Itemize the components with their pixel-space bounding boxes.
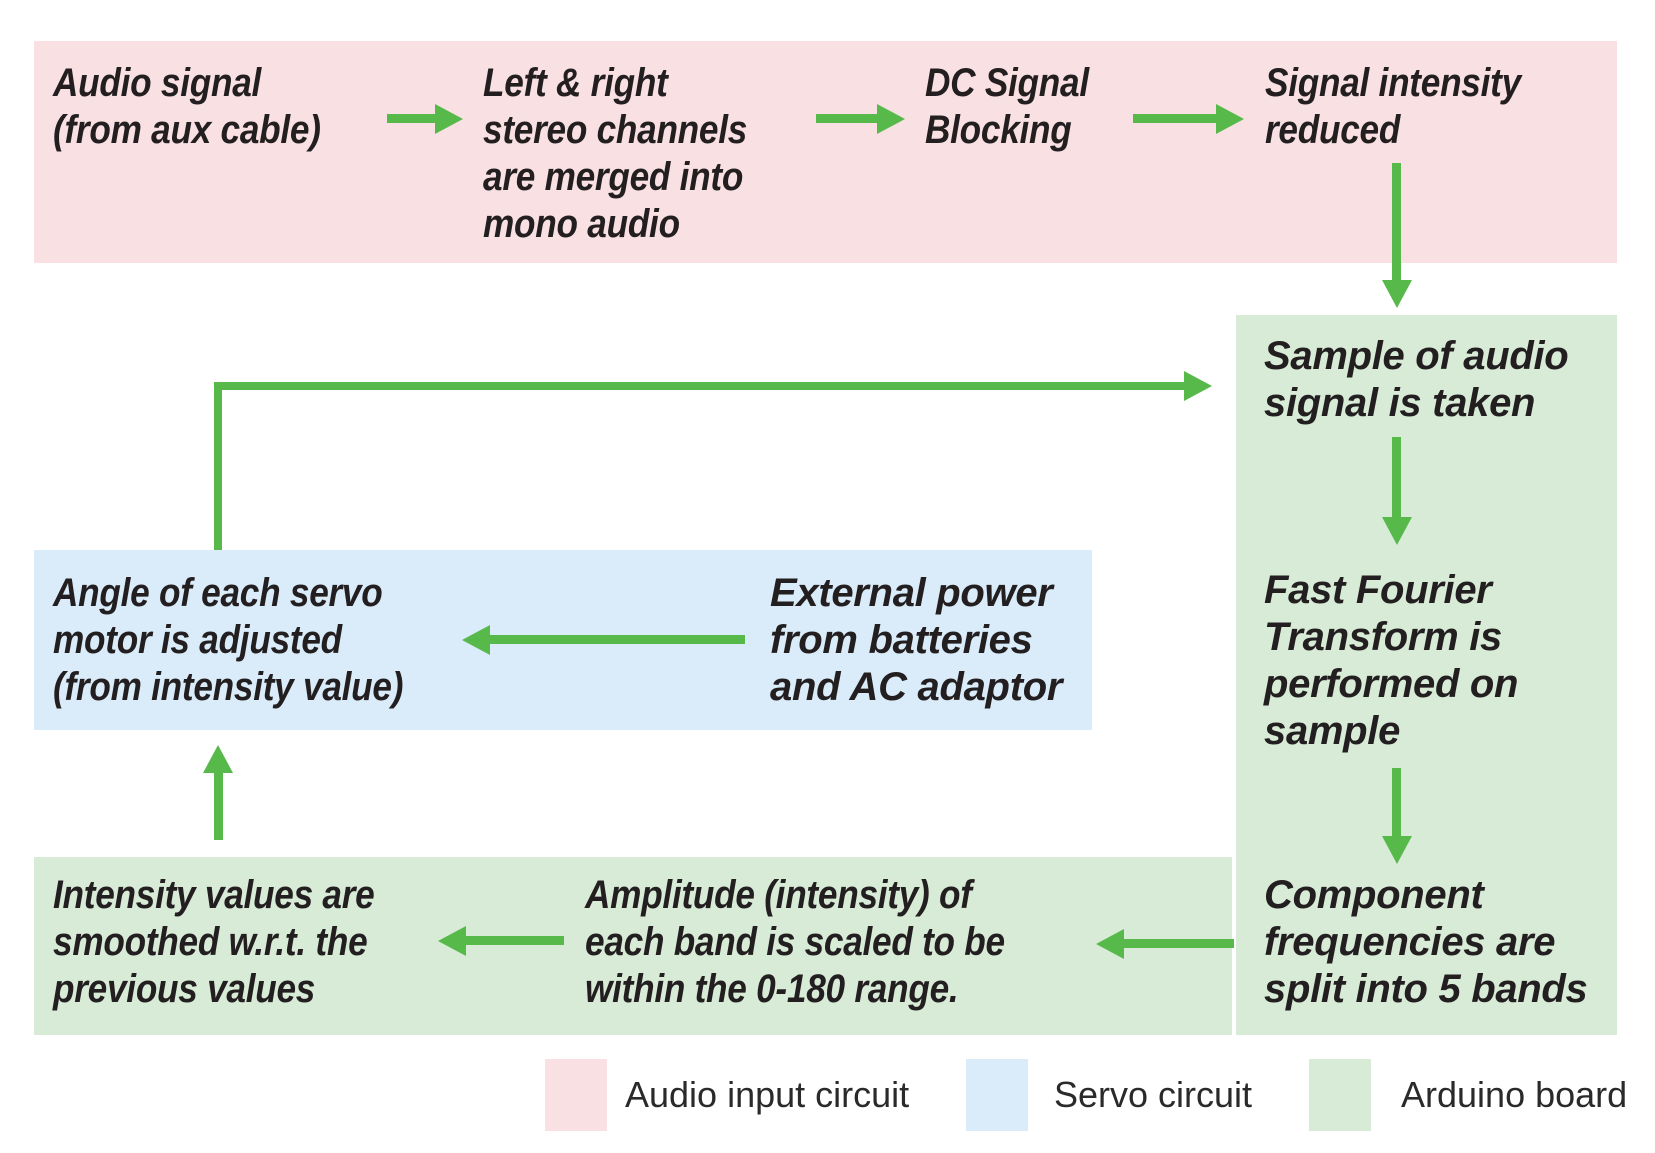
arrow-audio-to-merge (387, 114, 435, 123)
arrow-power-to-angle-head-icon (462, 625, 490, 655)
legend-label-audio-input: Audio input circuit (625, 1074, 910, 1115)
feedback-line-horizontal (214, 382, 1184, 390)
arduino-board-column-region (1236, 315, 1617, 1035)
feedback-arrow-head-icon (1184, 371, 1212, 401)
arrow-bands-to-amplitude (1124, 939, 1234, 948)
arrow-bands-to-amplitude-head-icon (1096, 929, 1124, 959)
node-dc-blocking: DC Signal Blocking (925, 61, 1089, 152)
node-sample-taken: Sample of audio signal is taken (1264, 334, 1569, 425)
feedback-line-vertical (214, 382, 222, 550)
legend-swatch-servo (966, 1059, 1028, 1131)
node-stereo-merge: Left & right stereo channels are merged … (483, 61, 748, 246)
arrow-audio-to-merge-head-icon (435, 104, 463, 134)
arrow-merge-to-dc (816, 114, 877, 123)
arrow-reduced-to-sample (1392, 163, 1401, 280)
legend-label-arduino: Arduino board (1401, 1074, 1628, 1115)
arrow-dc-to-reduced (1133, 114, 1216, 123)
node-intensity-reduced: Signal intensity reduced (1265, 61, 1521, 152)
arrow-smoothed-to-angle-head-icon (203, 745, 233, 773)
legend-swatch-audio-input (545, 1059, 607, 1131)
node-split-bands: Component frequencies are split into 5 b… (1264, 873, 1588, 1011)
node-audio-signal: Audio signal (from aux cable) (53, 61, 321, 152)
arrow-reduced-to-sample-head-icon (1382, 280, 1412, 308)
audio-input-circuit-region (34, 41, 1617, 263)
arrow-fft-to-bands-head-icon (1382, 836, 1412, 864)
node-fft: Fast Fourier Transform is performed on s… (1264, 568, 1519, 753)
node-amplitude-scaled: Amplitude (intensity) of each band is sc… (585, 873, 1005, 1011)
node-external-power: External power from batteries and AC ada… (770, 571, 1063, 709)
arrow-smoothed-to-angle (214, 773, 223, 840)
legend-label-servo: Servo circuit (1054, 1074, 1253, 1115)
legend-swatch-arduino (1309, 1059, 1371, 1131)
arrow-sample-to-fft-head-icon (1382, 517, 1412, 545)
arrow-fft-to-bands (1392, 768, 1401, 836)
arrow-amplitude-to-smoothed-head-icon (438, 926, 466, 956)
arrow-merge-to-dc-head-icon (877, 104, 905, 134)
arrow-amplitude-to-smoothed (466, 936, 564, 945)
node-smoothed: Intensity values are smoothed w.r.t. the… (53, 873, 375, 1011)
arrow-dc-to-reduced-head-icon (1216, 104, 1244, 134)
arrow-sample-to-fft (1392, 437, 1401, 517)
node-servo-angle: Angle of each servo motor is adjusted (f… (53, 571, 404, 709)
arduino-board-bottom-region (34, 857, 1232, 1035)
arrow-power-to-angle (490, 635, 745, 644)
